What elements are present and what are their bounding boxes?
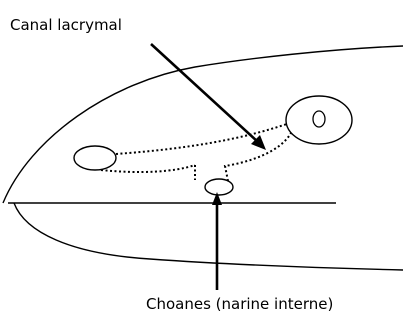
lower-dotted-canal-left: [100, 164, 196, 174]
choanes-label: Choanes (narine interne): [146, 295, 334, 313]
head-lower-outline: [13, 202, 403, 271]
arrow-canal-head: [251, 135, 266, 150]
choane-ellipse: [204, 178, 234, 196]
lower-dotted-canal-right: [223, 132, 292, 182]
nostril-ellipse: [73, 145, 117, 171]
arrow-canal-shaft: [150, 43, 259, 143]
head-upper-outline: [2, 45, 403, 204]
arrow-choanes-head: [212, 192, 222, 205]
pupil-ellipse: [312, 110, 326, 128]
eye-ellipse: [285, 95, 353, 145]
canal-lacrymal-label: Canal lacrymal: [10, 16, 122, 34]
upper-dotted-canal: [115, 123, 288, 155]
